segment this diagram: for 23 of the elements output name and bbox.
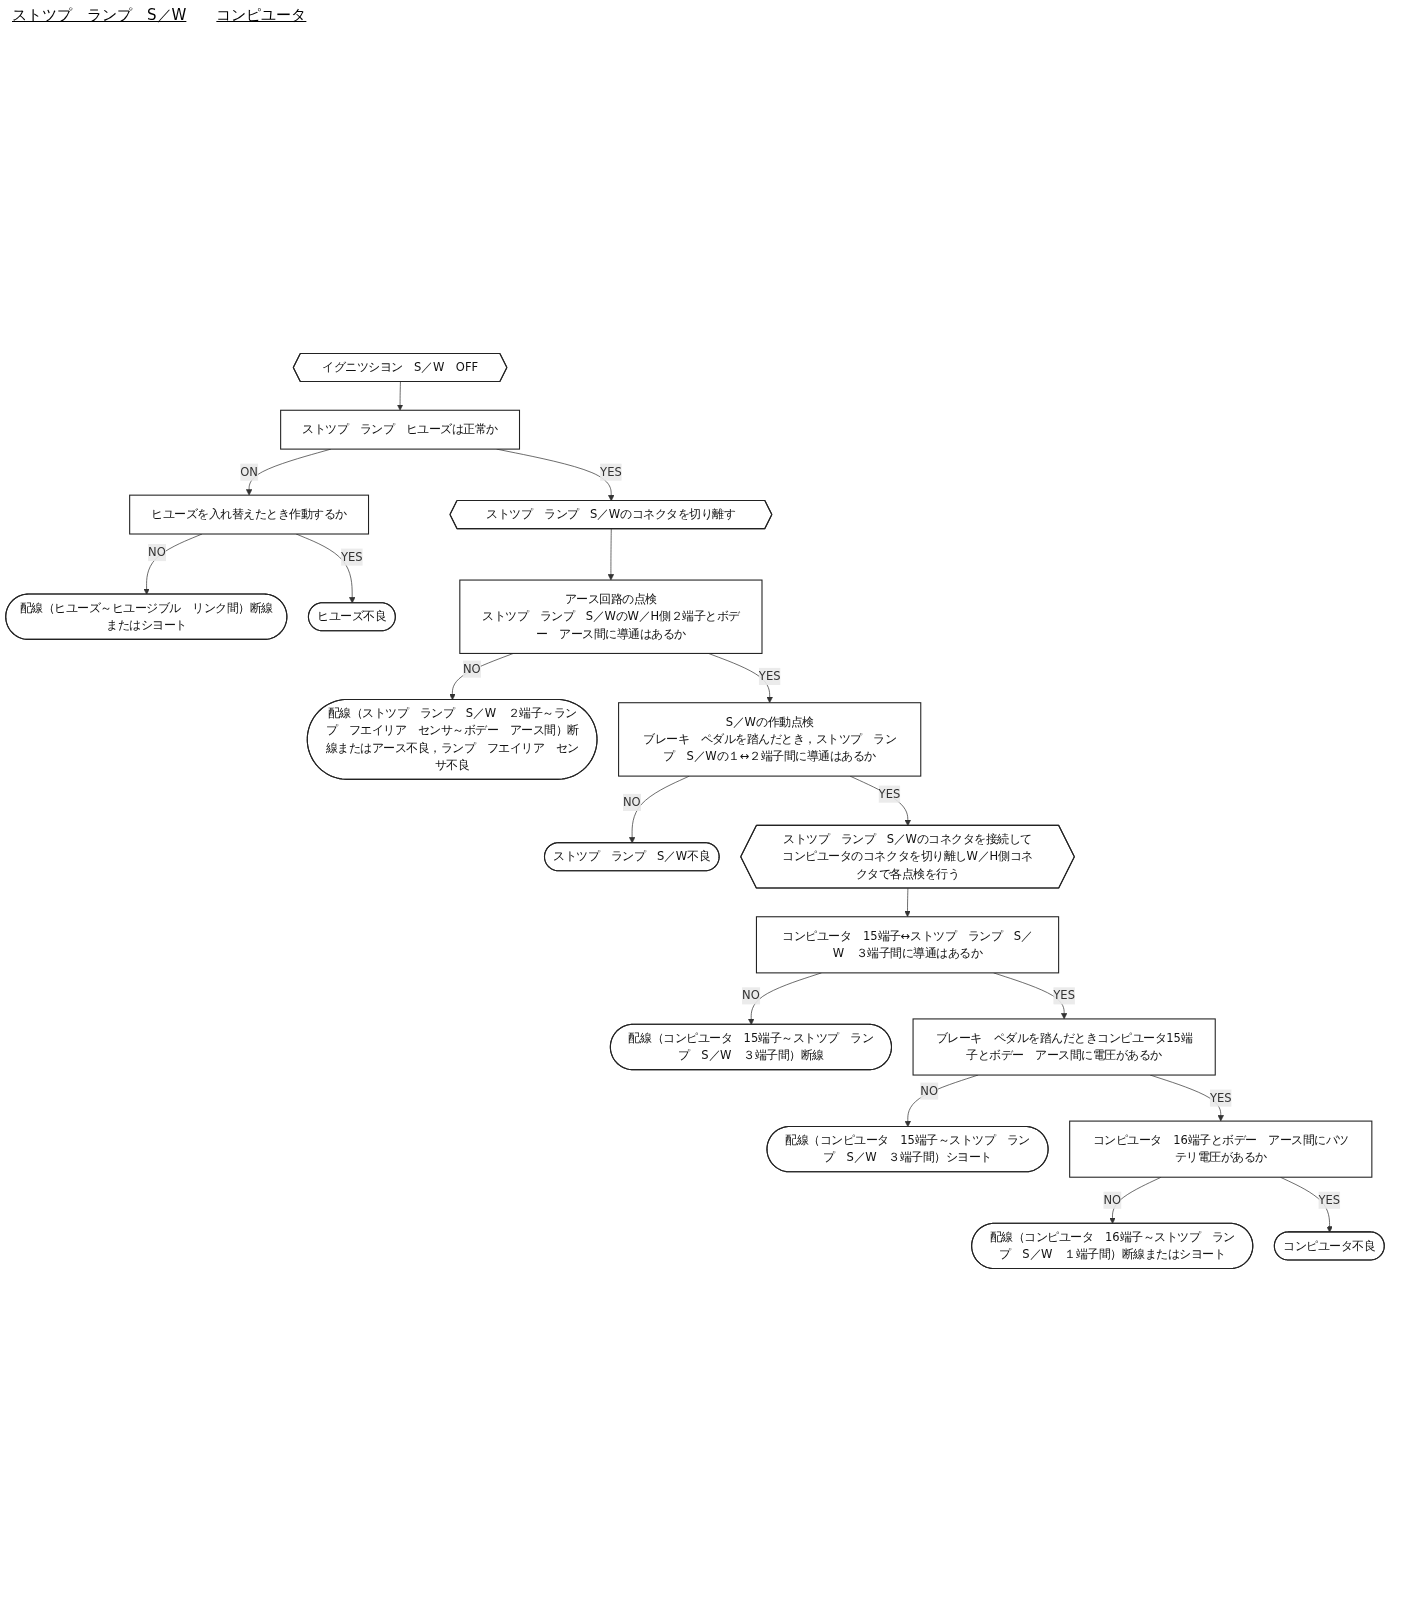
node-box: コンピユータ 16端子とボデー アース間にバツテリ電圧があるか	[1069, 1120, 1373, 1178]
section-heading: ストツプ ランプ S／W	[12, 6, 187, 25]
node-box: S／Wの作動点検 ブレーキ ペダルを踏んだとき，ストツプ ランプ S／Wの１↔２端子間に導通はあるか	[618, 702, 922, 777]
edge-label: NO	[148, 545, 166, 560]
node-box: ブレーキ ペダルを踏んだときコンピユータ15端子とボデー アース間に電圧があるか	[912, 1018, 1216, 1076]
node-box: ストツプ ランプ ヒユーズは正常か	[280, 409, 521, 450]
edge-label: NO	[622, 795, 641, 809]
edge-label: NO	[1103, 1193, 1122, 1207]
edge-label: NO	[920, 1083, 938, 1098]
section-heading: コンピユータ	[216, 6, 307, 25]
edge-label: YES	[600, 464, 622, 479]
edge-label: YES	[1053, 988, 1075, 1003]
node-box: アース回路の点検 ストツプ ランプ S／WのW／H側２端子とボデー アース間に導通はあるか	[459, 579, 763, 654]
edge-label: NO	[742, 988, 760, 1003]
edge-label: YES	[758, 669, 781, 683]
edge-label: NO	[462, 661, 481, 676]
edge-label: YES	[1209, 1090, 1232, 1105]
edge-label: ON	[240, 464, 258, 479]
edge-label: YES	[1318, 1193, 1341, 1207]
edge-label: YES	[341, 549, 363, 564]
edge-label: YES	[878, 786, 901, 801]
node-box: コンピユータ 15端子↔ストツプ ランプ S／W ３端子間に導通はあるか	[755, 916, 1060, 974]
node-box: ヒユーズを入れ替えたとき作動するか	[129, 494, 370, 535]
